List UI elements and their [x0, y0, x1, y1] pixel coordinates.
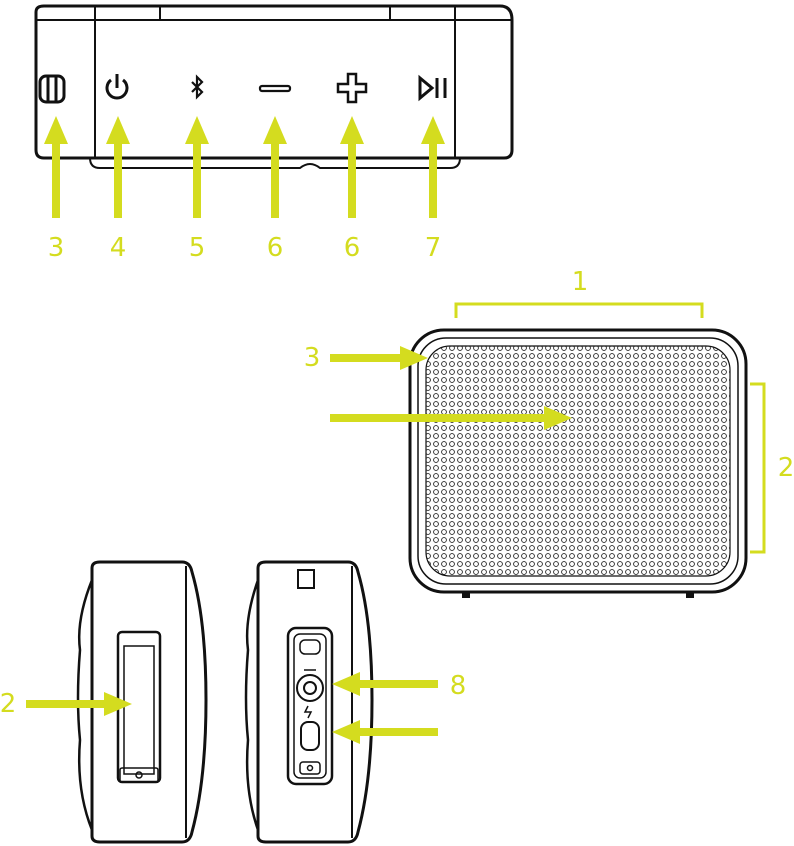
- label-width: 1: [572, 267, 589, 297]
- height-bracket: [750, 384, 764, 552]
- width-bracket: [456, 304, 702, 318]
- label-strap: 2: [0, 689, 16, 719]
- label-power: 4: [110, 233, 127, 263]
- label-corner: 3: [304, 343, 321, 373]
- label-play-pause: 7: [425, 233, 442, 263]
- side-view-speaker: [246, 562, 372, 842]
- play-pause-icon[interactable]: [420, 78, 445, 98]
- label-audio-port: 8: [450, 671, 467, 701]
- bluetooth-icon[interactable]: [192, 77, 202, 97]
- audio-jack-icon: [297, 670, 323, 701]
- speaker-grille: [426, 346, 730, 576]
- minus-icon[interactable]: [260, 86, 290, 91]
- label-volume-up: 6: [344, 233, 361, 263]
- label-lanyard: 3: [48, 233, 65, 263]
- plus-icon[interactable]: [338, 74, 366, 102]
- charging-port-icon: [301, 706, 319, 750]
- label-bluetooth: 5: [189, 233, 206, 263]
- port-panel: [288, 628, 332, 784]
- label-volume-down: 6: [267, 233, 284, 263]
- front-view-speaker: [410, 330, 746, 598]
- arrow-audio-port: [332, 672, 438, 696]
- power-icon[interactable]: [107, 74, 127, 98]
- arrow-charging-port: [332, 720, 438, 744]
- arrow-lanyard: [44, 116, 68, 218]
- lanyard-slot-icon: [40, 76, 64, 102]
- label-height: 2: [778, 453, 794, 483]
